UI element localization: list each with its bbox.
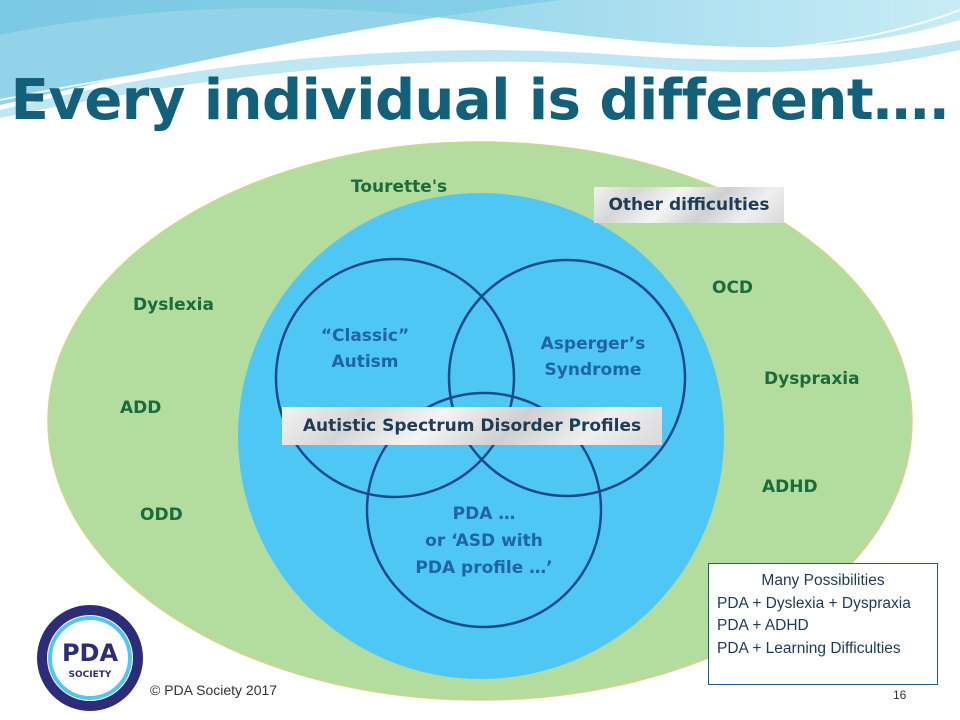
possibilities-box: Many Possibilities PDA + Dyslexia + Dysp…: [708, 563, 938, 685]
header-wave-back: [0, 0, 960, 48]
logo-ring: [37, 605, 143, 711]
asd-profiles-tag: Autistic Spectrum Disorder Profiles: [282, 407, 662, 445]
copyright-footer: © PDA Society 2017: [150, 682, 278, 698]
header-wave-line: [0, 9, 960, 101]
venn-circle-classic: [274, 257, 516, 499]
classic-line-1: “Classic”: [320, 326, 410, 346]
aspergers-line-1: Asperger’s: [540, 334, 646, 354]
logo-disc: [53, 621, 127, 695]
pda-line-2: or ‘ASD with: [425, 531, 543, 551]
label-odd: ODD: [140, 505, 183, 525]
pda-line-1: PDA …: [452, 504, 516, 524]
circle-label-aspergers: Asperger’s Syndrome: [528, 331, 658, 383]
venn-circle-pda: [365, 391, 603, 629]
label-dyslexia: Dyslexia: [133, 295, 214, 315]
classic-line-2: Autism: [331, 352, 399, 372]
header-wave-mid: [0, 0, 560, 105]
logo-pda-text: PDA: [62, 639, 119, 667]
possibility-item: PDA + ADHD: [717, 617, 809, 634]
venn-circle-aspergers: [447, 258, 687, 498]
circle-label-pda: PDA … or ‘ASD with PDA profile …’: [404, 501, 564, 582]
label-dyspraxia: Dyspraxia: [764, 369, 860, 389]
logo-ring-accent: [48, 616, 132, 700]
page-number: 16: [893, 688, 907, 702]
label-add: ADD: [120, 398, 162, 418]
label-ocd: OCD: [712, 278, 754, 298]
label-adhd: ADHD: [762, 477, 818, 497]
circle-label-classic: “Classic” Autism: [305, 323, 425, 375]
other-difficulties-tag: Other difficulties: [594, 187, 784, 223]
aspergers-line-2: Syndrome: [544, 360, 642, 380]
header-wave-front: [0, 40, 960, 118]
possibility-item: PDA + Learning Difficulties: [717, 639, 901, 657]
label-tourettes: Tourette's: [351, 177, 448, 197]
logo-society-text: SOCIETY: [69, 670, 112, 680]
possibility-item: PDA + Dyslexia + Dyspraxia: [717, 594, 911, 612]
possibilities-heading: Many Possibilities: [761, 572, 885, 589]
pda-line-3: PDA profile …’: [415, 558, 553, 578]
page-title: Every individual is different….: [10, 68, 950, 133]
